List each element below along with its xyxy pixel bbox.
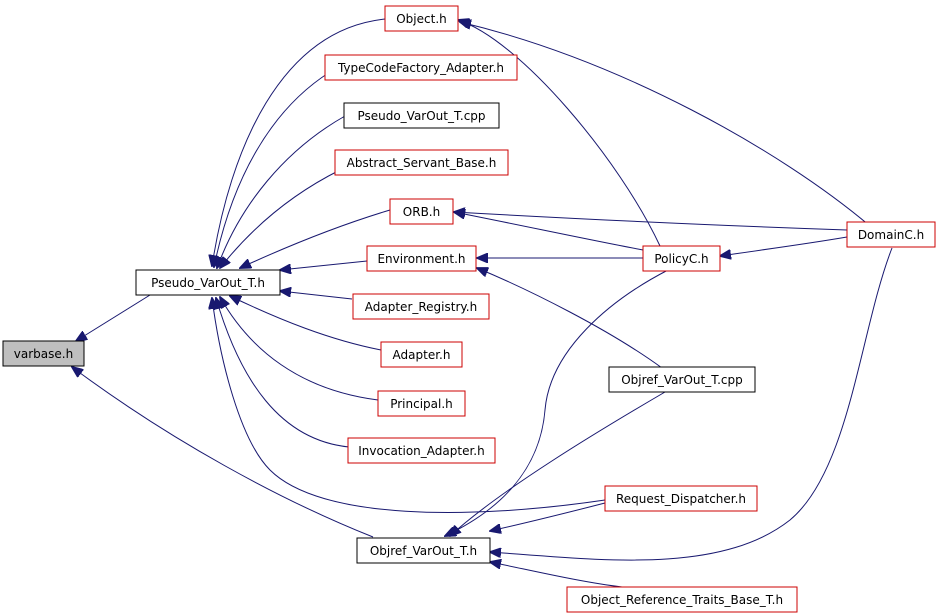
edge-adapter-to-pseudo_h bbox=[230, 296, 382, 351]
node-adapter-registry-h[interactable]: Adapter_Registry.h bbox=[352, 293, 490, 320]
node-objref-varout-t-h[interactable]: Objref_VarOut_T.h bbox=[356, 537, 491, 564]
edge-env-to-pseudo_h bbox=[280, 260, 368, 270]
node-label: Environment.h bbox=[377, 252, 465, 266]
edge-principal-to-pseudo_h bbox=[220, 297, 379, 401]
node-objref-varout-t-cpp[interactable]: Objref_VarOut_T.cpp bbox=[608, 366, 756, 393]
node-invocation-adapter-h[interactable]: Invocation_Adapter.h bbox=[347, 437, 496, 464]
node-orb-h[interactable]: ORB.h bbox=[389, 198, 454, 225]
edge-objref_h-to-varbase bbox=[72, 367, 374, 538]
node-policyc-h[interactable]: PolicyC.h bbox=[642, 245, 721, 272]
node-label: Request_Dispatcher.h bbox=[616, 492, 746, 506]
node-label: Abstract_Servant_Base.h bbox=[347, 156, 497, 170]
edge-object-to-pseudo_h bbox=[212, 18, 386, 266]
edge-pseudo_cpp-to-pseudo_h bbox=[217, 115, 346, 268]
edge-domainc-to-object bbox=[460, 22, 871, 227]
edge-reqdisp-to-objref_h bbox=[490, 502, 606, 531]
edge-policyc-to-objref_h bbox=[445, 269, 669, 536]
node-label: DomainC.h bbox=[858, 228, 924, 242]
edge-layer bbox=[72, 18, 893, 588]
edge-domainc-to-orb bbox=[454, 212, 848, 231]
node-adapter-h[interactable]: Adapter.h bbox=[380, 341, 463, 368]
node-domainc-h[interactable]: DomainC.h bbox=[846, 221, 936, 248]
node-principal-h[interactable]: Principal.h bbox=[377, 390, 466, 417]
edge-objref_cpp-to-env bbox=[477, 268, 663, 369]
edge-policyc-to-orb bbox=[454, 212, 644, 251]
node-label: Principal.h bbox=[390, 397, 453, 411]
node-environment-h[interactable]: Environment.h bbox=[366, 245, 477, 272]
node-label: varbase.h bbox=[14, 347, 73, 361]
node-pseudo-varout-t-cpp[interactable]: Pseudo_VarOut_T.cpp bbox=[343, 102, 500, 129]
edge-asb-to-pseudo_h bbox=[220, 169, 341, 268]
node-typecodefactory-adapter-h[interactable]: TypeCodeFactory_Adapter.h bbox=[324, 54, 518, 81]
node-label: Invocation_Adapter.h bbox=[358, 444, 484, 458]
edge-domainc-to-objref_h bbox=[490, 247, 893, 561]
node-label: Pseudo_VarOut_T.cpp bbox=[357, 109, 485, 123]
edge-tcf-to-pseudo_h bbox=[214, 71, 331, 267]
node-label: Object_Reference_Traits_Base_T.h bbox=[581, 593, 783, 607]
edge-objref_cpp-to-objref_h bbox=[450, 391, 666, 536]
node-label: Objref_VarOut_T.cpp bbox=[621, 373, 743, 387]
node-label: Object.h bbox=[396, 12, 447, 26]
node-object-reference-traits-base-t-h[interactable]: Object_Reference_Traits_Base_T.h bbox=[566, 586, 798, 613]
edge-orefbase-to-objref_h bbox=[490, 562, 623, 588]
node-label: PolicyC.h bbox=[654, 252, 708, 266]
node-label: Adapter.h bbox=[393, 348, 451, 362]
node-label: Objref_VarOut_T.h bbox=[370, 544, 477, 558]
edge-areg-to-pseudo_h bbox=[280, 291, 353, 300]
edge-policyc-to-object bbox=[458, 20, 661, 247]
node-layer: varbase.h Pseudo_VarOut_T.h Objref_VarOu… bbox=[2, 5, 936, 613]
edge-reqdisp-to-pseudo_h bbox=[212, 298, 606, 513]
edge-pseudo_h-to-varbase bbox=[76, 294, 151, 341]
node-request-dispatcher-h[interactable]: Request_Dispatcher.h bbox=[604, 485, 758, 512]
node-label: ORB.h bbox=[403, 205, 440, 219]
node-label: Adapter_Registry.h bbox=[365, 300, 477, 314]
node-abstract-servant-base-h[interactable]: Abstract_Servant_Base.h bbox=[334, 149, 509, 176]
edge-orb-to-pseudo_h bbox=[240, 209, 391, 268]
edge-invoc-to-pseudo_h bbox=[216, 298, 350, 448]
edge-domainc-to-policyc bbox=[720, 236, 848, 256]
node-pseudo-varout-t-h[interactable]: Pseudo_VarOut_T.h bbox=[135, 269, 281, 296]
node-label: TypeCodeFactory_Adapter.h bbox=[337, 61, 504, 75]
node-varbase[interactable]: varbase.h bbox=[2, 340, 85, 367]
node-object-h[interactable]: Object.h bbox=[384, 5, 459, 32]
node-label: Pseudo_VarOut_T.h bbox=[151, 276, 265, 290]
